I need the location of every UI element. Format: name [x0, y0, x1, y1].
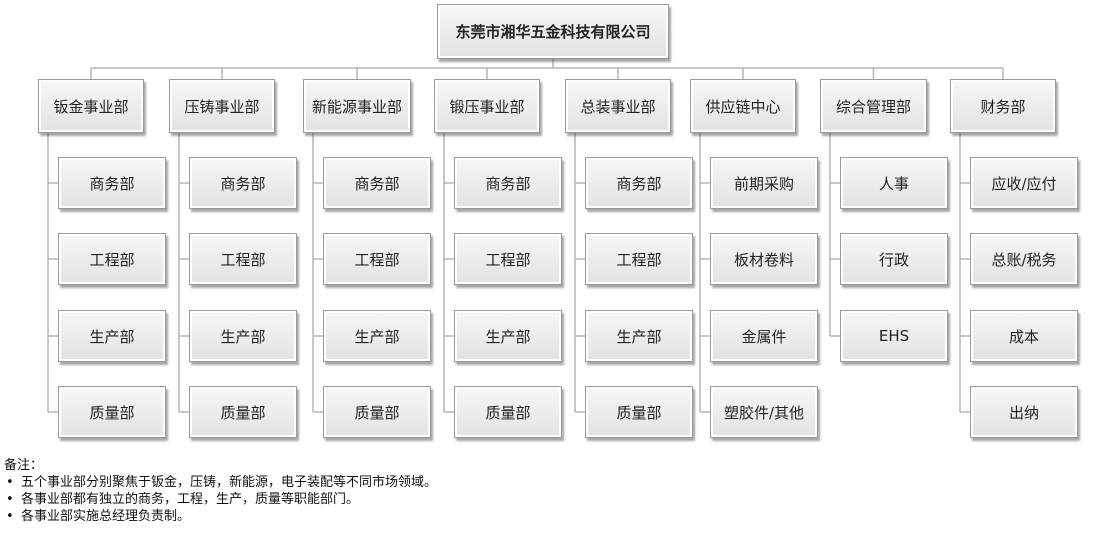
sub-department: 金属件: [710, 310, 818, 362]
sub-department: 商务部: [585, 157, 693, 209]
sub-department: 商务部: [189, 157, 297, 209]
sub-department: 生产部: [189, 310, 297, 362]
sub-department: 生产部: [58, 310, 166, 362]
sub-department: 总账/税务: [970, 233, 1078, 285]
company-root: 东莞市湘华五金科技有限公司: [437, 4, 669, 59]
sub-department: 应收/应付: [970, 157, 1078, 209]
notes-list: 五个事业部分别聚焦于钣金，压铸，新能源，电子装配等不同市场领域。 各事业部都有独…: [4, 474, 437, 525]
sub-department: 质量部: [189, 386, 297, 438]
sub-department: 生产部: [585, 310, 693, 362]
note-item: 五个事业部分别聚焦于钣金，压铸，新能源，电子装配等不同市场领域。: [4, 474, 437, 491]
sub-department: 质量部: [323, 386, 431, 438]
sub-department: 工程部: [585, 233, 693, 285]
division-header: 锻压事业部: [434, 79, 540, 133]
notes: 备注： 五个事业部分别聚焦于钣金，压铸，新能源，电子装配等不同市场领域。 各事业…: [4, 457, 437, 525]
division-header: 综合管理部: [820, 79, 927, 133]
sub-department: 质量部: [585, 386, 693, 438]
sub-department: 生产部: [454, 310, 562, 362]
sub-department: 商务部: [454, 157, 562, 209]
division-header: 财务部: [950, 79, 1056, 133]
sub-department: 工程部: [189, 233, 297, 285]
sub-department: 商务部: [58, 157, 166, 209]
division-header: 压铸事业部: [169, 79, 275, 133]
notes-heading: 备注：: [4, 458, 44, 473]
sub-department: 质量部: [454, 386, 562, 438]
division-header: 供应链中心: [690, 79, 796, 133]
note-item: 各事业部实施总经理负责制。: [4, 508, 437, 525]
sub-department: 人事: [840, 157, 948, 209]
sub-department: 前期采购: [710, 157, 818, 209]
sub-department: 板材卷料: [710, 233, 818, 285]
sub-department: 行政: [840, 233, 948, 285]
sub-department: 商务部: [323, 157, 431, 209]
sub-department: 质量部: [58, 386, 166, 438]
sub-department: 成本: [970, 310, 1078, 362]
division-header: 钣金事业部: [38, 79, 144, 133]
note-item: 各事业部都有独立的商务，工程，生产，质量等职能部门。: [4, 491, 437, 508]
sub-department: 塑胶件/其他: [710, 386, 818, 438]
sub-department: 出纳: [970, 386, 1078, 438]
sub-department: 工程部: [323, 233, 431, 285]
sub-department: EHS: [840, 310, 948, 362]
division-header: 总装事业部: [565, 79, 671, 133]
division-header: 新能源事业部: [303, 79, 411, 133]
sub-department: 生产部: [323, 310, 431, 362]
sub-department: 工程部: [454, 233, 562, 285]
sub-department: 工程部: [58, 233, 166, 285]
